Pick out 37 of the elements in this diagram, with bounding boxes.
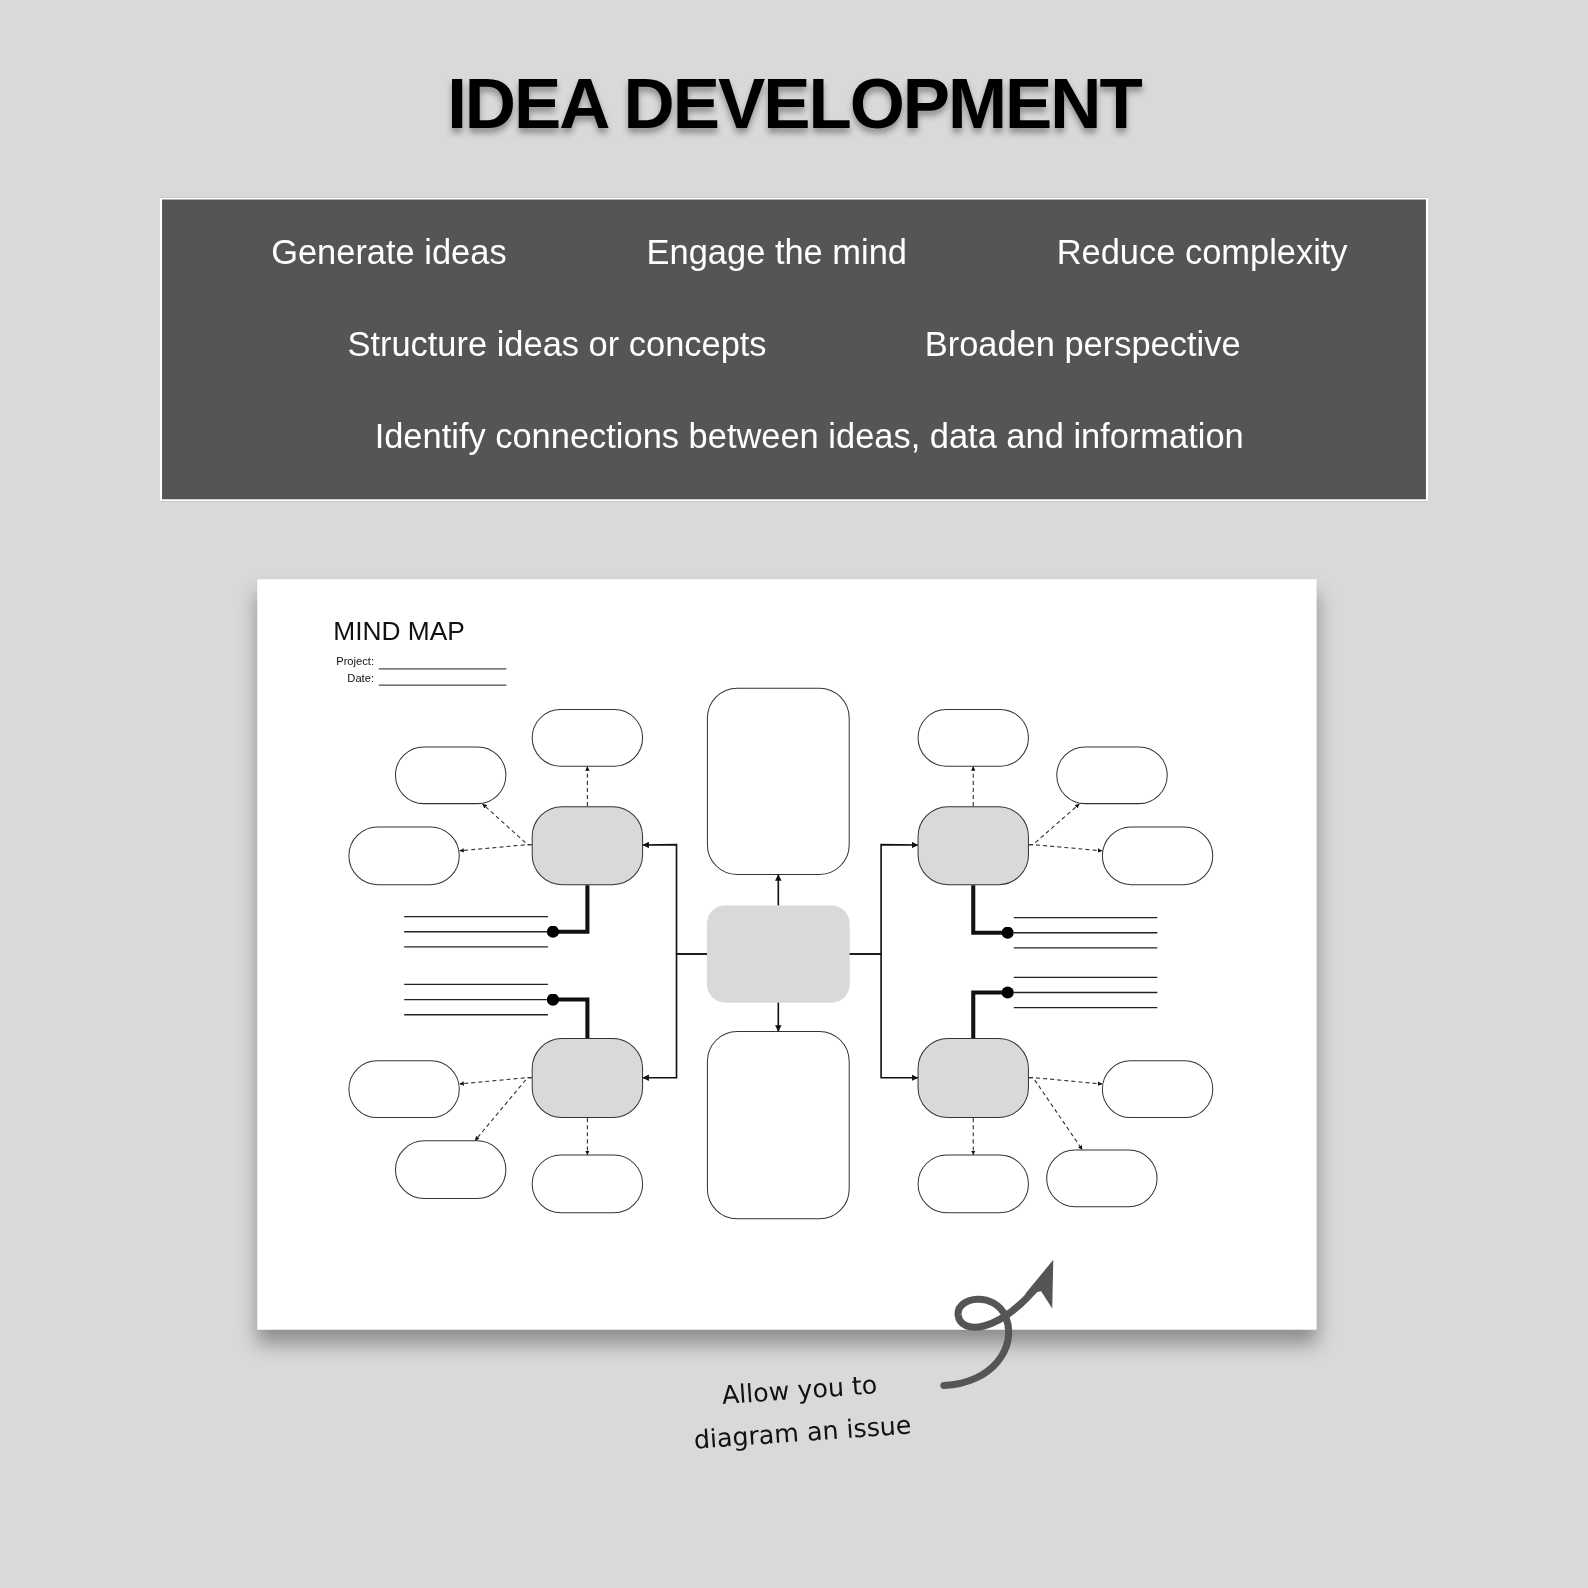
dashed-arrow xyxy=(971,1117,976,1156)
sheet-heading: MIND MAP xyxy=(333,615,465,648)
title: IDEA DEVELOPMENT xyxy=(446,62,1143,144)
dashed-arrow xyxy=(459,844,533,853)
benefit-text: Identify connections between ideas, data and information xyxy=(374,416,1244,457)
dot-connector xyxy=(971,986,1014,1039)
benefit-text: Structure ideas or concepts xyxy=(347,324,767,365)
benefit-text: Engage the mind xyxy=(646,232,907,272)
dashed-arrow xyxy=(1028,1077,1083,1151)
topic-panel-box xyxy=(706,1031,850,1220)
benefit-text: Generate ideas xyxy=(271,232,507,272)
dot-connector xyxy=(546,885,590,938)
benefit-text: Reduce complexity xyxy=(1056,232,1348,272)
dot-connector xyxy=(971,885,1014,939)
benefits-panel xyxy=(160,197,1428,502)
dashed-arrow xyxy=(585,766,590,807)
mind-map-sheet xyxy=(257,579,1317,1330)
dashed-arrow xyxy=(1028,844,1103,853)
idea-pill xyxy=(917,1154,1029,1214)
arrow xyxy=(775,1001,782,1032)
dashed-arrow xyxy=(971,766,976,807)
dashed-arrow xyxy=(474,1077,533,1141)
topic-panel-box xyxy=(706,687,850,875)
dashed-arrow xyxy=(585,1117,590,1156)
benefit-text: Broaden perspective xyxy=(924,324,1241,365)
field-label: Date: xyxy=(347,671,374,684)
arrow xyxy=(775,874,782,907)
arrow xyxy=(848,953,919,1081)
field-label: Project: xyxy=(336,655,374,668)
handwritten-note: Allow you to diagram an issue xyxy=(691,1369,914,1457)
subtopic-pill xyxy=(917,806,1029,886)
central-topic-box xyxy=(706,905,850,1003)
subtopic-pill xyxy=(917,1038,1029,1119)
dot-connector xyxy=(546,993,590,1039)
arrow xyxy=(642,953,708,1081)
subtopic-pill xyxy=(531,806,644,886)
subtopic-pill xyxy=(531,1038,644,1119)
